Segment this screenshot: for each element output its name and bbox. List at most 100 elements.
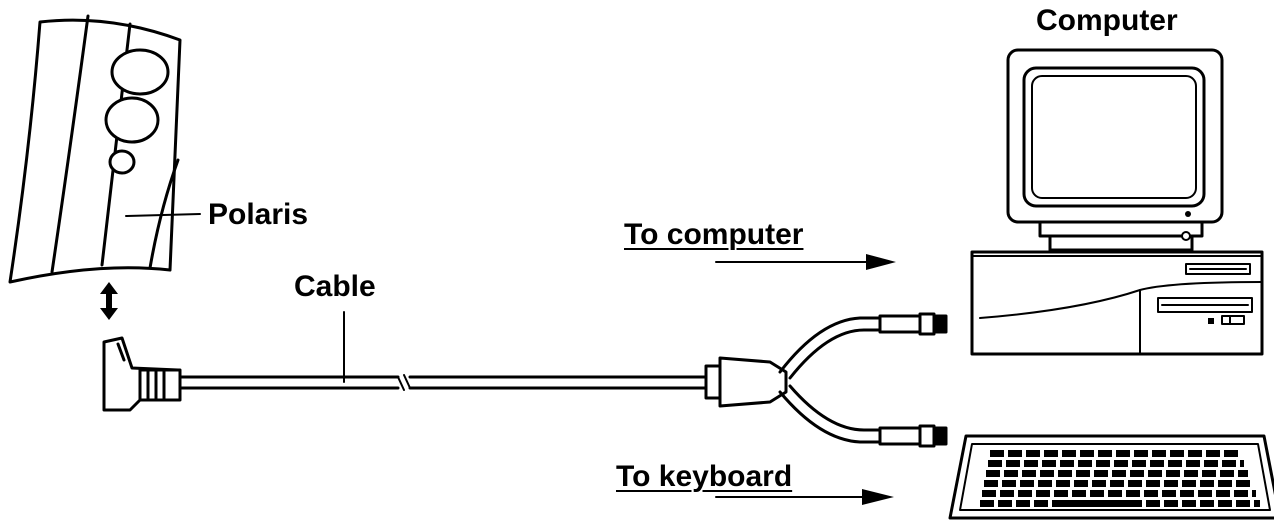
key (984, 480, 998, 487)
key (1170, 450, 1184, 457)
key (1034, 500, 1048, 507)
key (1036, 490, 1050, 497)
power-button-icon (1181, 231, 1191, 241)
key (1042, 460, 1056, 467)
key (1022, 470, 1036, 477)
key (1216, 490, 1230, 497)
key (986, 470, 1000, 477)
key (1224, 450, 1238, 457)
key (1146, 480, 1160, 487)
key (1090, 490, 1104, 497)
key (1184, 470, 1198, 477)
key (1186, 460, 1200, 467)
key (1098, 450, 1112, 457)
key (1024, 460, 1038, 467)
key (1060, 460, 1074, 467)
key (1240, 460, 1244, 467)
key (1202, 470, 1216, 477)
key (990, 450, 1004, 457)
label-computer: Computer (1036, 4, 1178, 37)
key (1002, 480, 1016, 487)
key (1038, 480, 1052, 487)
label-to-computer: To computer (624, 218, 804, 251)
key (1116, 450, 1130, 457)
label-to-keyboard: To keyboard (616, 460, 793, 493)
key (1004, 470, 1018, 477)
key (982, 490, 996, 497)
key (1062, 450, 1076, 457)
key (1168, 460, 1182, 467)
key (1076, 470, 1090, 477)
computer-plug (878, 312, 948, 336)
key (1052, 500, 1142, 507)
key (1054, 490, 1068, 497)
key (1112, 470, 1126, 477)
key (1200, 500, 1214, 507)
key (1182, 500, 1196, 507)
key (1040, 470, 1054, 477)
key (1166, 470, 1180, 477)
key (1144, 490, 1158, 497)
key (1074, 480, 1088, 487)
computer-case (970, 250, 1264, 356)
key (1152, 450, 1166, 457)
key (1148, 470, 1162, 477)
key (1044, 450, 1058, 457)
key (1058, 470, 1072, 477)
arrow-to-computer (715, 254, 896, 270)
key (1130, 470, 1144, 477)
key (1200, 480, 1214, 487)
polaris-button-small (108, 149, 136, 175)
key (1018, 490, 1032, 497)
key (1114, 460, 1128, 467)
key (1238, 470, 1248, 477)
polaris-button-top (110, 48, 170, 96)
key (1162, 490, 1176, 497)
polaris-button-middle (104, 96, 160, 144)
key (1108, 490, 1122, 497)
key (1150, 460, 1164, 467)
key (1236, 500, 1250, 507)
arrow-to-keyboard (715, 489, 894, 505)
key (998, 500, 1012, 507)
key (1026, 450, 1040, 457)
key (1134, 450, 1148, 457)
key (1008, 450, 1022, 457)
key (1188, 450, 1202, 457)
key (1164, 480, 1178, 487)
key (1128, 480, 1142, 487)
key (1182, 480, 1196, 487)
key (1206, 450, 1220, 457)
key (980, 500, 994, 507)
key (1254, 500, 1260, 507)
key (1132, 460, 1146, 467)
key (1218, 500, 1232, 507)
key (1006, 460, 1020, 467)
keyboard (948, 434, 1274, 520)
key (1204, 460, 1218, 467)
key (1000, 490, 1014, 497)
label-cable: Cable (294, 270, 376, 303)
label-polaris: Polaris (208, 198, 309, 231)
key (1146, 500, 1160, 507)
key (1016, 500, 1030, 507)
key (1080, 450, 1094, 457)
double-arrow-icon (100, 282, 118, 320)
computer-monitor (1006, 48, 1224, 252)
key (1180, 490, 1194, 497)
key (1092, 480, 1106, 487)
key (1164, 500, 1178, 507)
key (1056, 480, 1070, 487)
key (1220, 470, 1234, 477)
key (1236, 480, 1250, 487)
keyboard-plug (878, 424, 948, 448)
key (1072, 490, 1086, 497)
key (988, 460, 1002, 467)
key (1020, 480, 1034, 487)
polaris-device (8, 14, 201, 284)
keyboard-keys (980, 450, 1260, 507)
device-connector (102, 336, 182, 412)
key (1126, 490, 1140, 497)
y-splitter (704, 316, 882, 444)
main-cable (178, 311, 708, 391)
